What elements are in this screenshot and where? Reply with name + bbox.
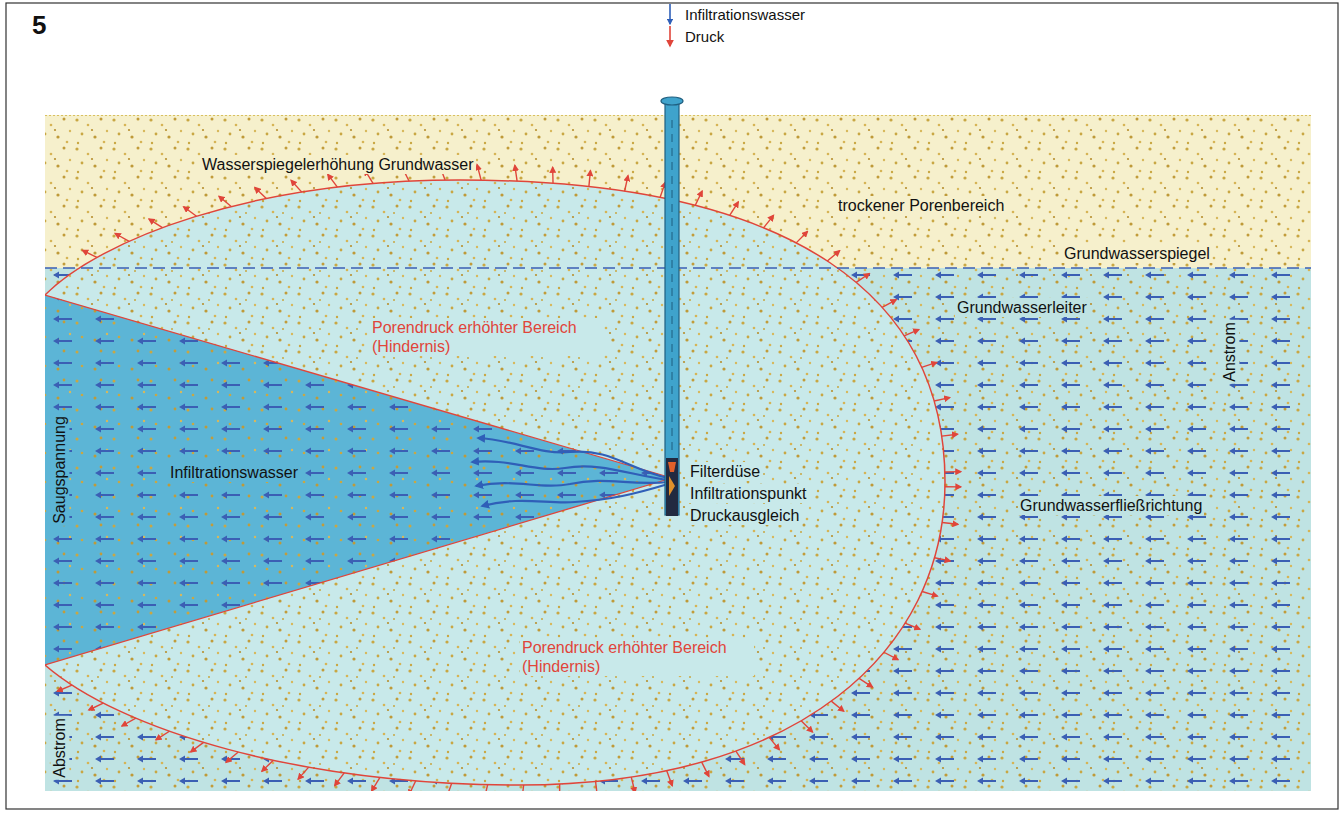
pressure-arrow: [156, 731, 169, 740]
pressure-arrow: [702, 762, 709, 776]
pressure-arrow: [942, 523, 958, 525]
pressure-arrow: [730, 202, 739, 215]
pressure-arrow: [934, 558, 950, 561]
pressure-arrow: [335, 773, 345, 786]
pressure-arrow: [589, 171, 591, 187]
pressure-arrow: [522, 785, 524, 791]
pressure-arrow: [446, 783, 451, 791]
pressure-arrow: [115, 234, 129, 242]
pressure-arrow: [191, 742, 204, 751]
pressure-arrow: [298, 767, 309, 779]
pressure-arrow: [122, 718, 136, 726]
outflow-side-label: Abstrom: [50, 716, 69, 780]
pressure-arrow: [291, 180, 302, 192]
pressure-arrow: [262, 760, 273, 771]
water-table-label: Grundwasserspiegel: [1062, 244, 1212, 263]
pressure-arrow: [184, 207, 197, 216]
pressure-arrow: [484, 785, 488, 791]
pressure-balance-label: Druckausgleich: [688, 506, 801, 525]
aquifer-label: Grundwasserleiter: [955, 298, 1089, 317]
pressure-arrow: [736, 751, 745, 764]
pressure-arrow: [89, 703, 103, 710]
pressure-arrow: [905, 623, 920, 629]
inflow-side-label: Anstrom: [1220, 320, 1239, 384]
infiltration-water-label: Infiltrationswasser: [168, 463, 300, 482]
pressure-arrow: [515, 165, 517, 181]
infiltration-point-label: Infiltrationspunkt: [688, 484, 809, 503]
pressure-arrow: [945, 471, 961, 473]
pressure-label: Druck: [683, 28, 726, 46]
pressure-arrow: [552, 167, 554, 183]
suction-label: Saugspannung: [50, 414, 69, 526]
pressure-arrow: [827, 251, 839, 261]
pressure-arrow: [255, 187, 267, 198]
pressure-arrow: [769, 737, 779, 749]
nozzle-label: Filterdüse: [688, 462, 762, 481]
pressure-arrow: [922, 591, 937, 596]
pressure-arrow: [882, 300, 896, 308]
pressure-arrow: [859, 678, 872, 687]
water-rise-label: Wasserspiegelerhöhung Grundwasser: [200, 155, 476, 174]
pressure-arrow: [596, 781, 598, 791]
pressure-arrow: [477, 165, 481, 180]
pressure-zone-label: Porendruck erhöhter Bereich (Hindernis): [370, 318, 604, 356]
pressure-arrow: [219, 196, 231, 206]
inflow-label: Infiltrationswasser: [683, 6, 807, 24]
pressure-arrow: [764, 215, 774, 227]
pressure-arrow: [695, 191, 702, 205]
pressure-arrow: [922, 362, 937, 367]
pressure-arrow: [831, 701, 843, 711]
pressure-arrow: [942, 434, 958, 436]
pressure-arrow: [226, 752, 238, 762]
pressure-arrow: [945, 486, 961, 488]
pressure-zone-label: Porendruck erhöhter Bereich (Hindernis): [520, 638, 754, 676]
pressure-arrow: [149, 219, 162, 228]
pressure-arrow: [328, 174, 338, 187]
pressure-arrow: [409, 781, 416, 791]
pressure-arrow: [667, 771, 673, 786]
pressure-arrow: [57, 685, 72, 691]
pressure-arrow: [904, 330, 919, 336]
figure-number: 5: [30, 10, 48, 41]
pressure-arrow: [934, 398, 950, 401]
pressure-arrow: [559, 784, 560, 791]
pressure-arrow: [83, 250, 97, 257]
flow-direction-label: Grundwasserfließrichtung: [1018, 496, 1204, 515]
pressure-arrow: [856, 273, 869, 282]
pressure-arrow: [796, 231, 807, 242]
pressure-arrow: [631, 777, 635, 791]
pressure-arrow: [801, 721, 812, 732]
pressure-arrow: [372, 777, 380, 791]
dry-zone-label: trockener Porenbereich: [836, 196, 1006, 215]
pressure-arrow: [884, 652, 898, 659]
pressure-arrow: [625, 176, 628, 192]
